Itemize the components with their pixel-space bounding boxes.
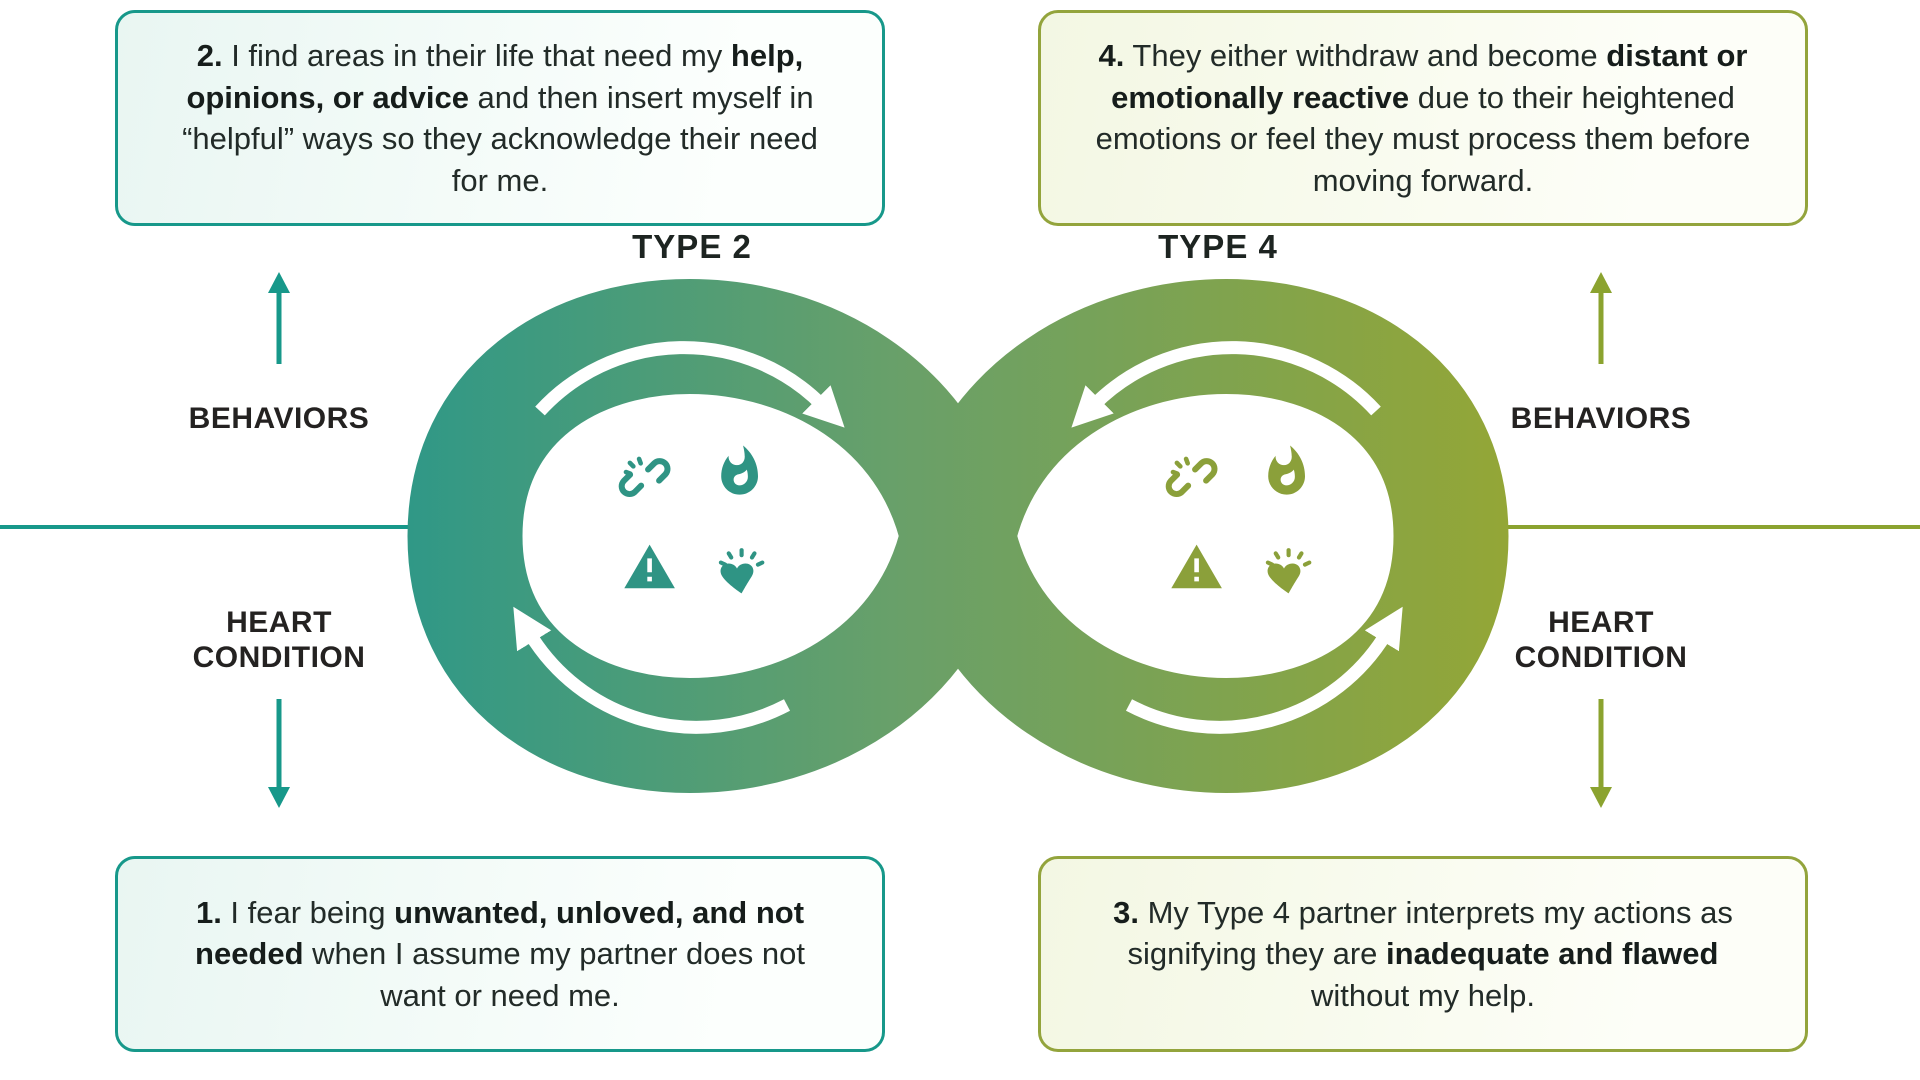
callout-box-1-text: 1. I fear being unwanted, unloved, and n… [162,892,838,1017]
behaviors-label-left: BEHAVIORS [188,402,370,435]
callout-number: 4. [1098,38,1125,73]
heart-burst-icon [721,550,763,593]
broken-link-icon [622,459,668,494]
cycle-arrow-left-top [535,341,845,428]
callout-text: when I assume my partner does not want o… [303,936,805,1013]
callout-box-1: 1. I fear being unwanted, unloved, and n… [115,856,885,1052]
callout-text: without my help. [1311,977,1535,1013]
callout-text: My Type 4 partner interprets my actions … [1127,894,1733,972]
warning-icon [1171,544,1222,589]
callout-box-2-text: 2. I find areas in their life that need … [162,35,838,201]
type-4-label: TYPE 4 [1158,228,1278,265]
flame-icon [1268,445,1305,495]
callout-text: due to their heightened emotions or feel… [1095,79,1751,198]
callout-box-4-text: 4. They either withdraw and become dista… [1085,35,1761,201]
callout-box-2: 2. I find areas in their life that need … [115,10,885,227]
callout-number: 1. [195,894,222,930]
callout-box-3: 3. My Type 4 partner interprets my actio… [1038,856,1808,1052]
right-loop-icons [1169,445,1310,594]
broken-link-icon [1169,459,1215,494]
infinity-loop [407,279,1509,793]
callout-number: 2. [196,38,223,73]
heart-condition-label-right: HEART CONDITION [1514,606,1688,674]
callout-bold-text: inadequate and flawed [1386,936,1719,972]
callout-text: I find areas in their life that need my [222,38,731,73]
cycle-arrow-left-bottom [513,606,791,734]
cycle-arrow-right-top [1071,341,1381,428]
behaviors-label-right: BEHAVIORS [1510,402,1692,435]
type-2-label: TYPE 2 [632,228,752,265]
callout-box-3-text: 3. My Type 4 partner interprets my actio… [1085,892,1761,1017]
warning-icon [624,544,675,589]
callout-bold-text: unwanted, unloved, and not needed [195,894,805,972]
cycle-arrow-right-bottom [1125,606,1403,734]
callout-text: and then insert myself in “helpful” ways… [182,79,818,198]
heart-condition-label-left: HEART CONDITION [192,606,366,674]
flame-icon [721,445,758,495]
heart-burst-icon [1268,550,1310,593]
callout-text: I fear being [221,894,395,930]
callout-bold-text: distant or emotionally reactive [1111,38,1748,115]
callout-bold-text: help, opinions, or advice [186,38,804,115]
left-loop-icons [622,445,763,594]
callout-text: They either withdraw and become [1124,38,1607,73]
callout-number: 3. [1113,894,1139,930]
callout-box-4: 4. They either withdraw and become dista… [1038,10,1808,227]
